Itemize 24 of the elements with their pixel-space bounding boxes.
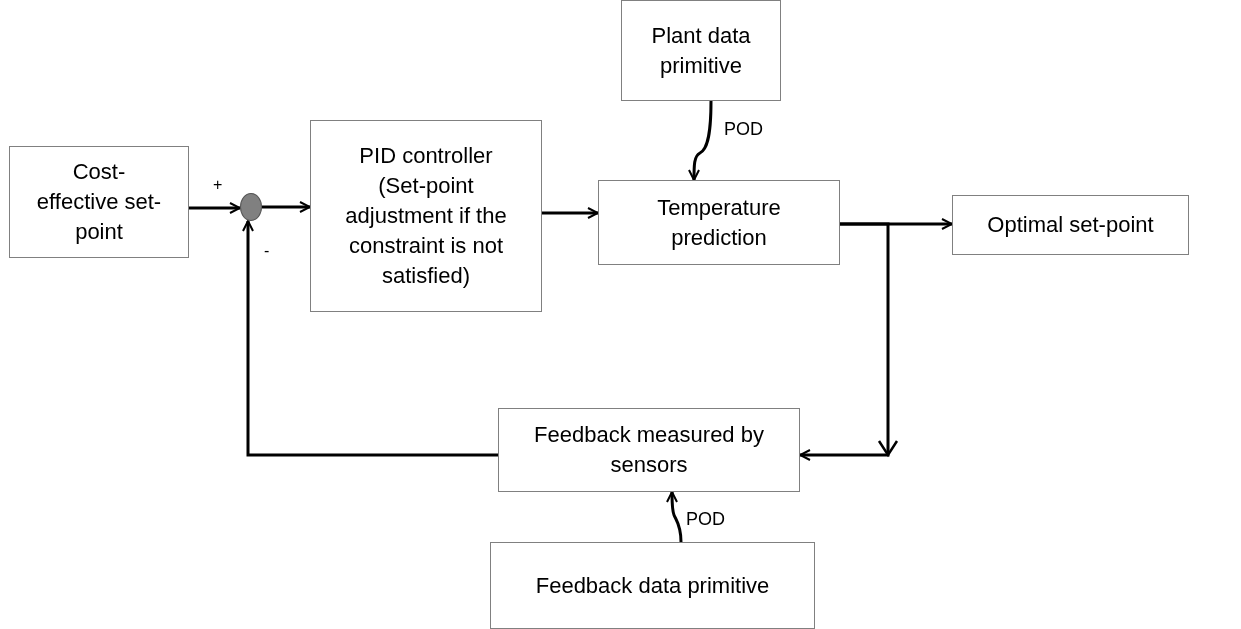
process-box <box>598 180 840 265</box>
process-box <box>621 0 781 101</box>
summing-junction <box>240 193 262 221</box>
box-text: Temperature prediction <box>656 193 782 252</box>
arrow <box>688 101 713 181</box>
process-box <box>9 146 189 258</box>
process-box <box>498 408 800 492</box>
process-box <box>490 542 815 629</box>
arrow <box>666 491 683 543</box>
box-text: Plant data primitive <box>650 21 752 80</box>
box-text: Cost-effective set-point <box>35 158 163 246</box>
box-text: Feedback measured by sensors <box>533 421 765 479</box>
box-text: Feedback data primitive <box>535 571 770 600</box>
arrow <box>242 220 498 457</box>
sign-label: - <box>264 242 270 260</box>
box-text: Optimal set-point <box>987 211 1154 239</box>
arrow <box>542 207 599 219</box>
process-box <box>310 120 542 312</box>
sign-label: + <box>213 176 223 194</box>
arrow <box>189 202 241 214</box>
process-box <box>952 195 1189 255</box>
arrow <box>262 201 311 213</box>
box-text: PID controller (Set-point adjustment if the constraint is not satisfied) <box>344 142 508 290</box>
arrow <box>799 222 899 461</box>
